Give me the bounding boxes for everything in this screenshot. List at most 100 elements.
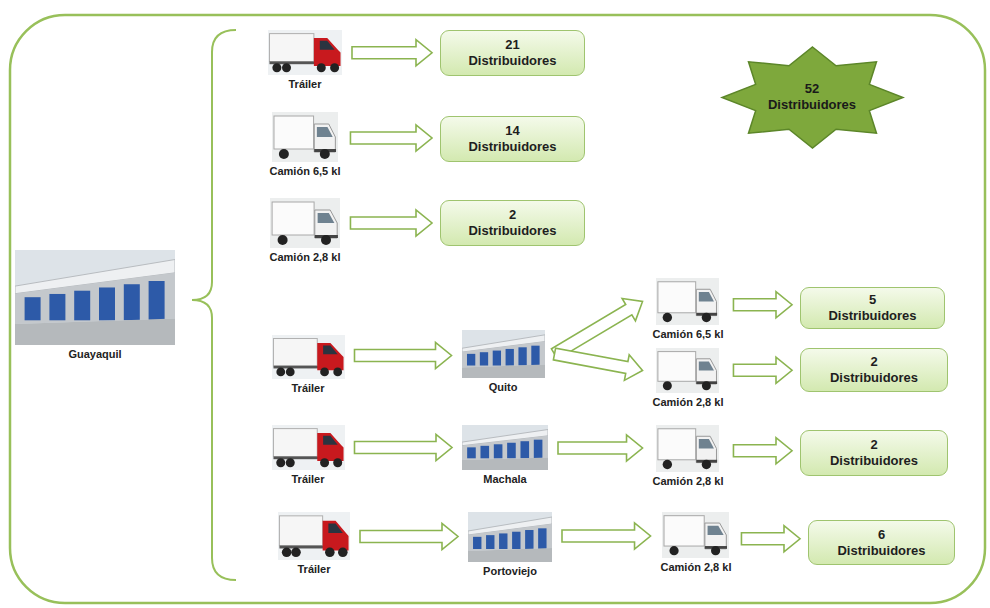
wheel [276,368,285,377]
vehicle-node: Tráiler [276,512,352,575]
dock-door [512,532,520,549]
vehicle-node: Camión 6,5 kl [268,112,343,177]
dock-door [518,347,526,365]
image-caption: Quito [460,381,547,393]
wheel [338,548,348,558]
wheel [320,368,329,377]
cab-window [323,346,338,355]
sky [462,425,548,470]
photo-ground [656,348,719,393]
sky [15,250,175,345]
wheel [333,368,342,377]
cab [697,289,717,315]
warehouse-node: Portoviejo [466,512,554,577]
vehicle-node: Tráiler [270,335,347,394]
dock-door [99,287,115,320]
cab-window [328,524,342,534]
distributor-box: 6 Distribuidores [808,520,955,565]
box-label: 5 Distribuidores [828,292,916,323]
cab-window [318,213,335,223]
box-label: 2 Distribuidores [468,207,556,238]
wheel [663,460,672,469]
curly-bracket [192,30,236,580]
cab [317,343,343,370]
dock-door [505,349,513,366]
wheel [282,548,292,558]
image-caption: Guayaquil [13,348,177,360]
distributor-box: 2 Distribuidores [440,200,585,246]
image-caption: Tráiler [270,473,347,485]
flow-arrow [562,523,651,549]
image-caption: Portoviejo [466,565,554,577]
cargo-box [274,116,314,149]
distributor-box: 14 Distribuidores [440,116,585,162]
wheel [330,63,339,72]
wall [462,436,548,460]
dock-door [467,447,476,458]
wheel [711,546,720,555]
wheel [702,460,711,469]
dock-door [534,440,543,459]
image-caption: Tráiler [276,563,352,575]
warehouse-node: Machala [460,425,550,485]
warehouse-illustration [15,250,175,345]
wheel [285,458,294,467]
truck-illustration [268,30,342,75]
wheel [320,458,329,467]
box-label: 2 Distribuidores [830,437,918,468]
truck-illustration [272,112,338,162]
yard [462,365,545,378]
vehicle-node: Camión 2,8 kl [651,425,726,487]
image-caption: Camión 2,8 kl [651,475,726,487]
dock-door [520,441,529,458]
dock-door [531,346,539,366]
box-label: 21 Distribuidores [468,37,556,68]
wheel [282,63,291,72]
wheel [320,149,330,159]
cab [697,436,717,462]
flow-arrow [350,210,432,236]
cargo-box [658,429,696,460]
cab [705,523,726,549]
cab-window [699,439,714,448]
flow-arrow [733,357,792,383]
image-caption: Tráiler [266,78,344,90]
image-caption: Camión 6,5 kl [268,165,343,177]
cab [697,359,717,384]
dock-door [494,444,503,458]
dock-door [525,530,533,549]
flow-arrow [350,125,432,151]
vehicle-node: Tráiler [266,30,344,90]
dock-door [486,535,494,549]
box-label: 14 Distribuidores [468,123,556,154]
wheel [321,235,331,245]
box-label: 52 Distribuidores [768,81,856,112]
dock-door [466,354,474,366]
cab [315,210,337,238]
box-label: 6 Distribuidores [837,527,925,558]
vehicle-node: Camión 2,8 kl [651,348,726,408]
flow-arrow [352,40,432,66]
cab-window [699,292,714,301]
photo-ground [656,425,719,472]
image-caption: Tráiler [270,382,347,394]
vehicle-node: Camión 2,8 kl [268,198,343,263]
dock-door [492,351,500,366]
distributor-box: 5 Distribuidores [800,287,945,329]
wheel [702,381,711,390]
cab [323,521,349,551]
yard [15,318,175,345]
wheel [291,548,301,558]
cab-window [323,436,338,445]
dock-door [479,352,487,365]
dock-door [538,528,546,549]
wheel [285,368,294,377]
photo-ground [272,425,345,470]
distributor-box: 2 Distribuidores [800,430,948,476]
dock-door [25,297,41,320]
truck-illustration [656,425,719,472]
image-caption: Camión 2,8 kl [651,396,726,408]
warehouse-node: Guayaquil [13,250,177,360]
dock-door [507,443,516,459]
